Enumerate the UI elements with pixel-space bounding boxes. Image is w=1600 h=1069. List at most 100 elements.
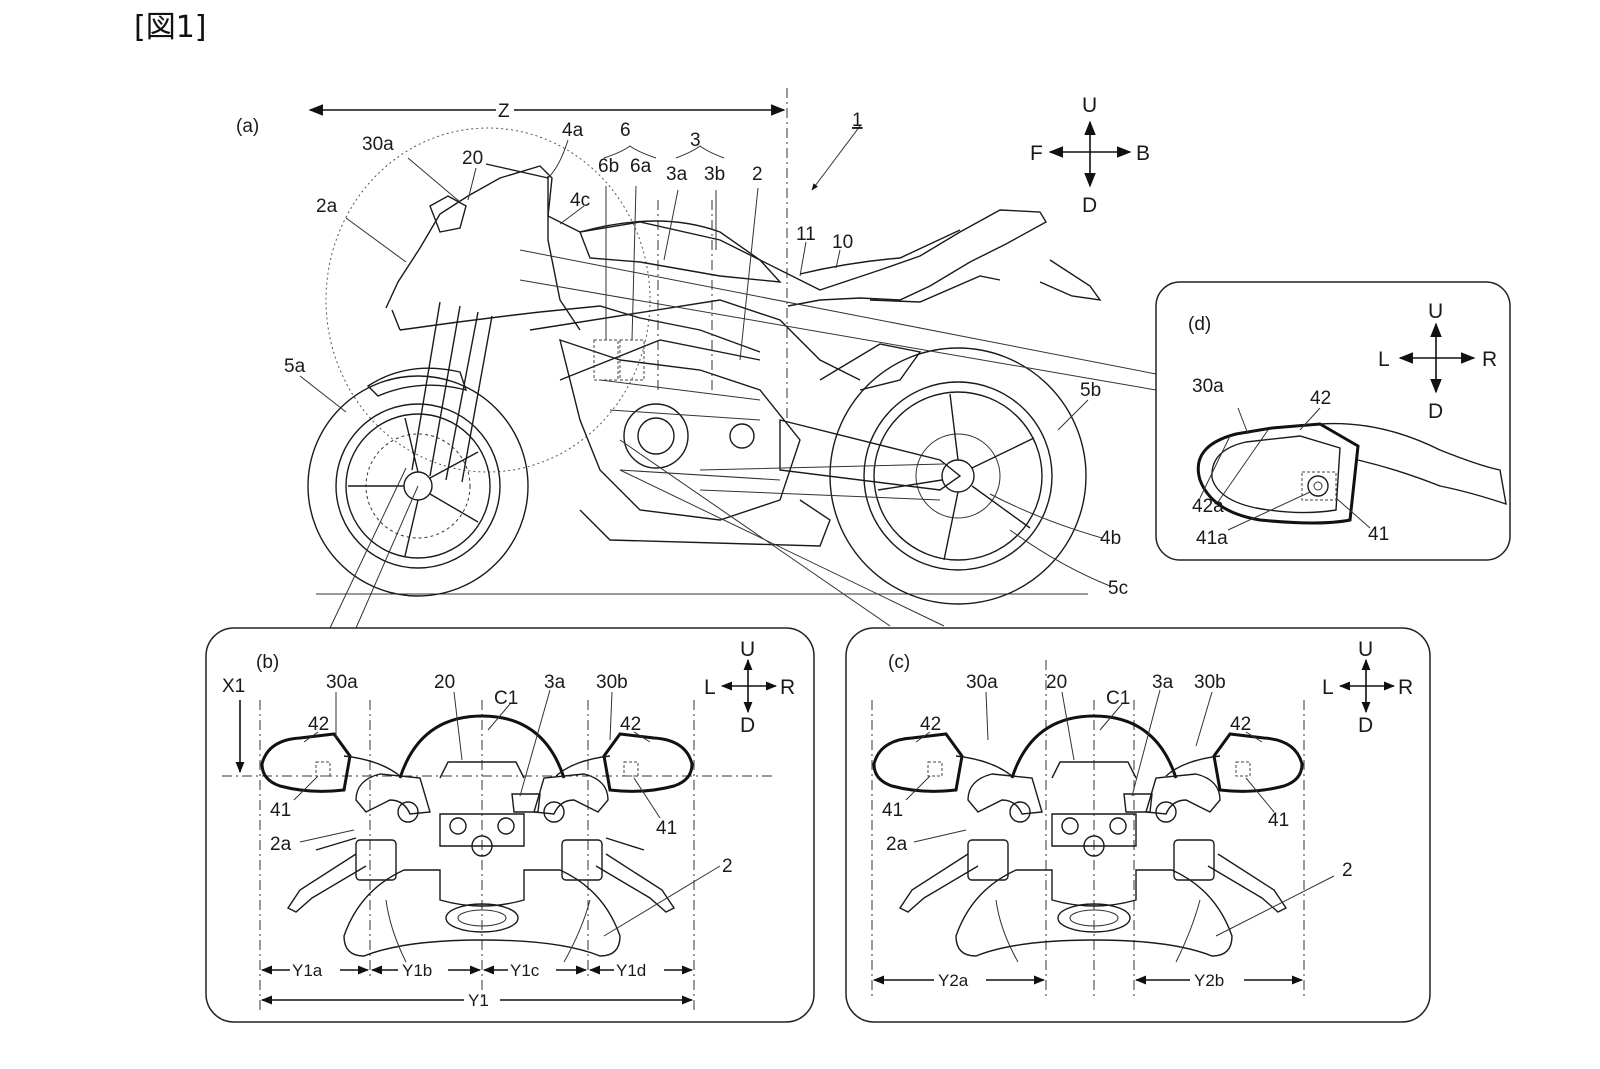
label-b-y1: Y1 bbox=[468, 991, 489, 1010]
leader-b-42-right bbox=[633, 731, 651, 743]
mirror-left-c bbox=[872, 732, 964, 793]
drive-chain bbox=[699, 463, 945, 501]
label-d-30a: 30a bbox=[1192, 376, 1224, 397]
top-clamp-b bbox=[439, 813, 525, 847]
label-b-42-left: 42 bbox=[308, 714, 329, 735]
z-label: Z bbox=[498, 101, 510, 122]
leader-2 bbox=[739, 187, 759, 361]
leader-c-42-right bbox=[1245, 731, 1263, 743]
mirror-left-b bbox=[260, 732, 352, 793]
brace-3 bbox=[675, 145, 725, 159]
panel-b-front-view: (b) bbox=[205, 627, 815, 1023]
label-b-30a: 30a bbox=[326, 672, 358, 693]
leader-5b bbox=[1057, 399, 1089, 431]
label-d-42: 42 bbox=[1310, 388, 1331, 409]
front-fork bbox=[411, 301, 493, 483]
compass-b-left: L bbox=[704, 676, 716, 699]
label-c-41-right: 41 bbox=[1268, 810, 1289, 831]
fuel-tank-c bbox=[955, 869, 1233, 957]
leader-c-2 bbox=[1215, 875, 1335, 937]
panel-c-frame bbox=[845, 627, 1431, 1023]
label-b-42-right: 42 bbox=[620, 714, 641, 735]
label-b-2: 2 bbox=[722, 856, 733, 877]
sensor-41-right-b bbox=[623, 761, 639, 777]
compass-a-back: B bbox=[1136, 142, 1150, 165]
leader-c-30b bbox=[1195, 691, 1213, 747]
label-d-41: 41 bbox=[1368, 524, 1389, 545]
mirror-stay-d bbox=[1319, 422, 1507, 506]
lower-fairing bbox=[391, 305, 761, 353]
label-b-y1a: Y1a bbox=[292, 961, 323, 980]
screen-top bbox=[485, 163, 549, 179]
leader-2a bbox=[345, 217, 407, 263]
leader-c-30a bbox=[985, 691, 989, 741]
label-b-20: 20 bbox=[434, 672, 455, 693]
sensor-41-box bbox=[1301, 471, 1337, 501]
panel-d-tag: (d) bbox=[1188, 314, 1211, 335]
label-3: 3 bbox=[690, 130, 701, 151]
screen-base-b bbox=[439, 761, 525, 779]
label-11: 11 bbox=[796, 224, 816, 245]
leader-b-30b bbox=[609, 691, 613, 741]
leader-42-30a bbox=[1237, 407, 1321, 435]
sensor-41-left-b bbox=[315, 761, 331, 777]
switch-left-b bbox=[355, 839, 397, 881]
label-6: 6 bbox=[620, 120, 631, 141]
compass-c-down: D bbox=[1358, 714, 1373, 737]
label-c-2a: 2a bbox=[886, 834, 908, 855]
fork-cap-right-c bbox=[1155, 801, 1177, 823]
leader-3a bbox=[663, 189, 679, 261]
label-b-c1: C1 bbox=[494, 688, 518, 709]
panel-d-mirror-detail: (d) 30a 42 42a 41a 41 U D L R bbox=[1155, 281, 1511, 561]
leader-4a bbox=[547, 139, 569, 179]
label-b-41-left: 41 bbox=[270, 800, 291, 821]
label-c-30a: 30a bbox=[966, 672, 998, 693]
panel-c-tag: (c) bbox=[888, 652, 910, 673]
label-b-y1d: Y1d bbox=[616, 961, 646, 980]
label-2: 2 bbox=[752, 164, 763, 185]
mirror-right-b bbox=[602, 732, 694, 793]
label-c-2: 2 bbox=[1342, 860, 1353, 881]
compass-b-right: R bbox=[780, 676, 795, 699]
compass-b-down: D bbox=[740, 714, 755, 737]
mirror-stay-right-b bbox=[555, 755, 611, 777]
leader-b-y1c bbox=[563, 899, 591, 963]
mirror-housing-d bbox=[1196, 422, 1360, 525]
label-b-41-right: 41 bbox=[656, 818, 677, 839]
leader-41a bbox=[1227, 491, 1311, 531]
label-5b: 5b bbox=[1080, 380, 1101, 401]
leader-b-3a bbox=[519, 689, 551, 797]
engine-block bbox=[559, 338, 831, 547]
label-c-42-left: 42 bbox=[920, 714, 941, 735]
compass-c-left: L bbox=[1322, 676, 1334, 699]
fork-cap-right-b bbox=[543, 801, 565, 823]
component-6b-box bbox=[593, 339, 619, 381]
handlebar-right-c bbox=[1207, 853, 1288, 913]
leader-42a bbox=[1199, 429, 1269, 503]
fuel-cap-b bbox=[445, 903, 519, 933]
connector-b-right bbox=[355, 485, 419, 629]
panel-d-frame bbox=[1155, 281, 1511, 561]
mirror-right-c bbox=[1212, 732, 1304, 793]
leader-b-42-left bbox=[303, 731, 319, 743]
switch-left-c bbox=[967, 839, 1009, 881]
seat bbox=[799, 229, 1001, 303]
label-5a: 5a bbox=[284, 356, 306, 377]
sensor-41-left-c bbox=[927, 761, 943, 777]
brace-6 bbox=[603, 145, 657, 159]
compass-a-direction-icon: U D F B bbox=[1030, 94, 1150, 217]
label-c-41-left: 41 bbox=[882, 800, 903, 821]
sensor-41-right-c bbox=[1235, 761, 1251, 777]
compass-b-up: U bbox=[740, 638, 755, 661]
leader-41 bbox=[1335, 497, 1371, 529]
label-c-y2b: Y2b bbox=[1194, 971, 1224, 990]
leader-c-41-left bbox=[905, 775, 931, 801]
panel-b-frame bbox=[205, 627, 815, 1023]
leader-c-c1 bbox=[1099, 703, 1123, 731]
compass-d-right: R bbox=[1482, 348, 1497, 371]
label-4b: 4b bbox=[1100, 528, 1121, 549]
sensor-41a-lens bbox=[1307, 475, 1329, 497]
panel-a-tag: (a) bbox=[236, 116, 259, 137]
label-b-3a: 3a bbox=[544, 672, 566, 693]
front-wheel bbox=[307, 375, 529, 597]
